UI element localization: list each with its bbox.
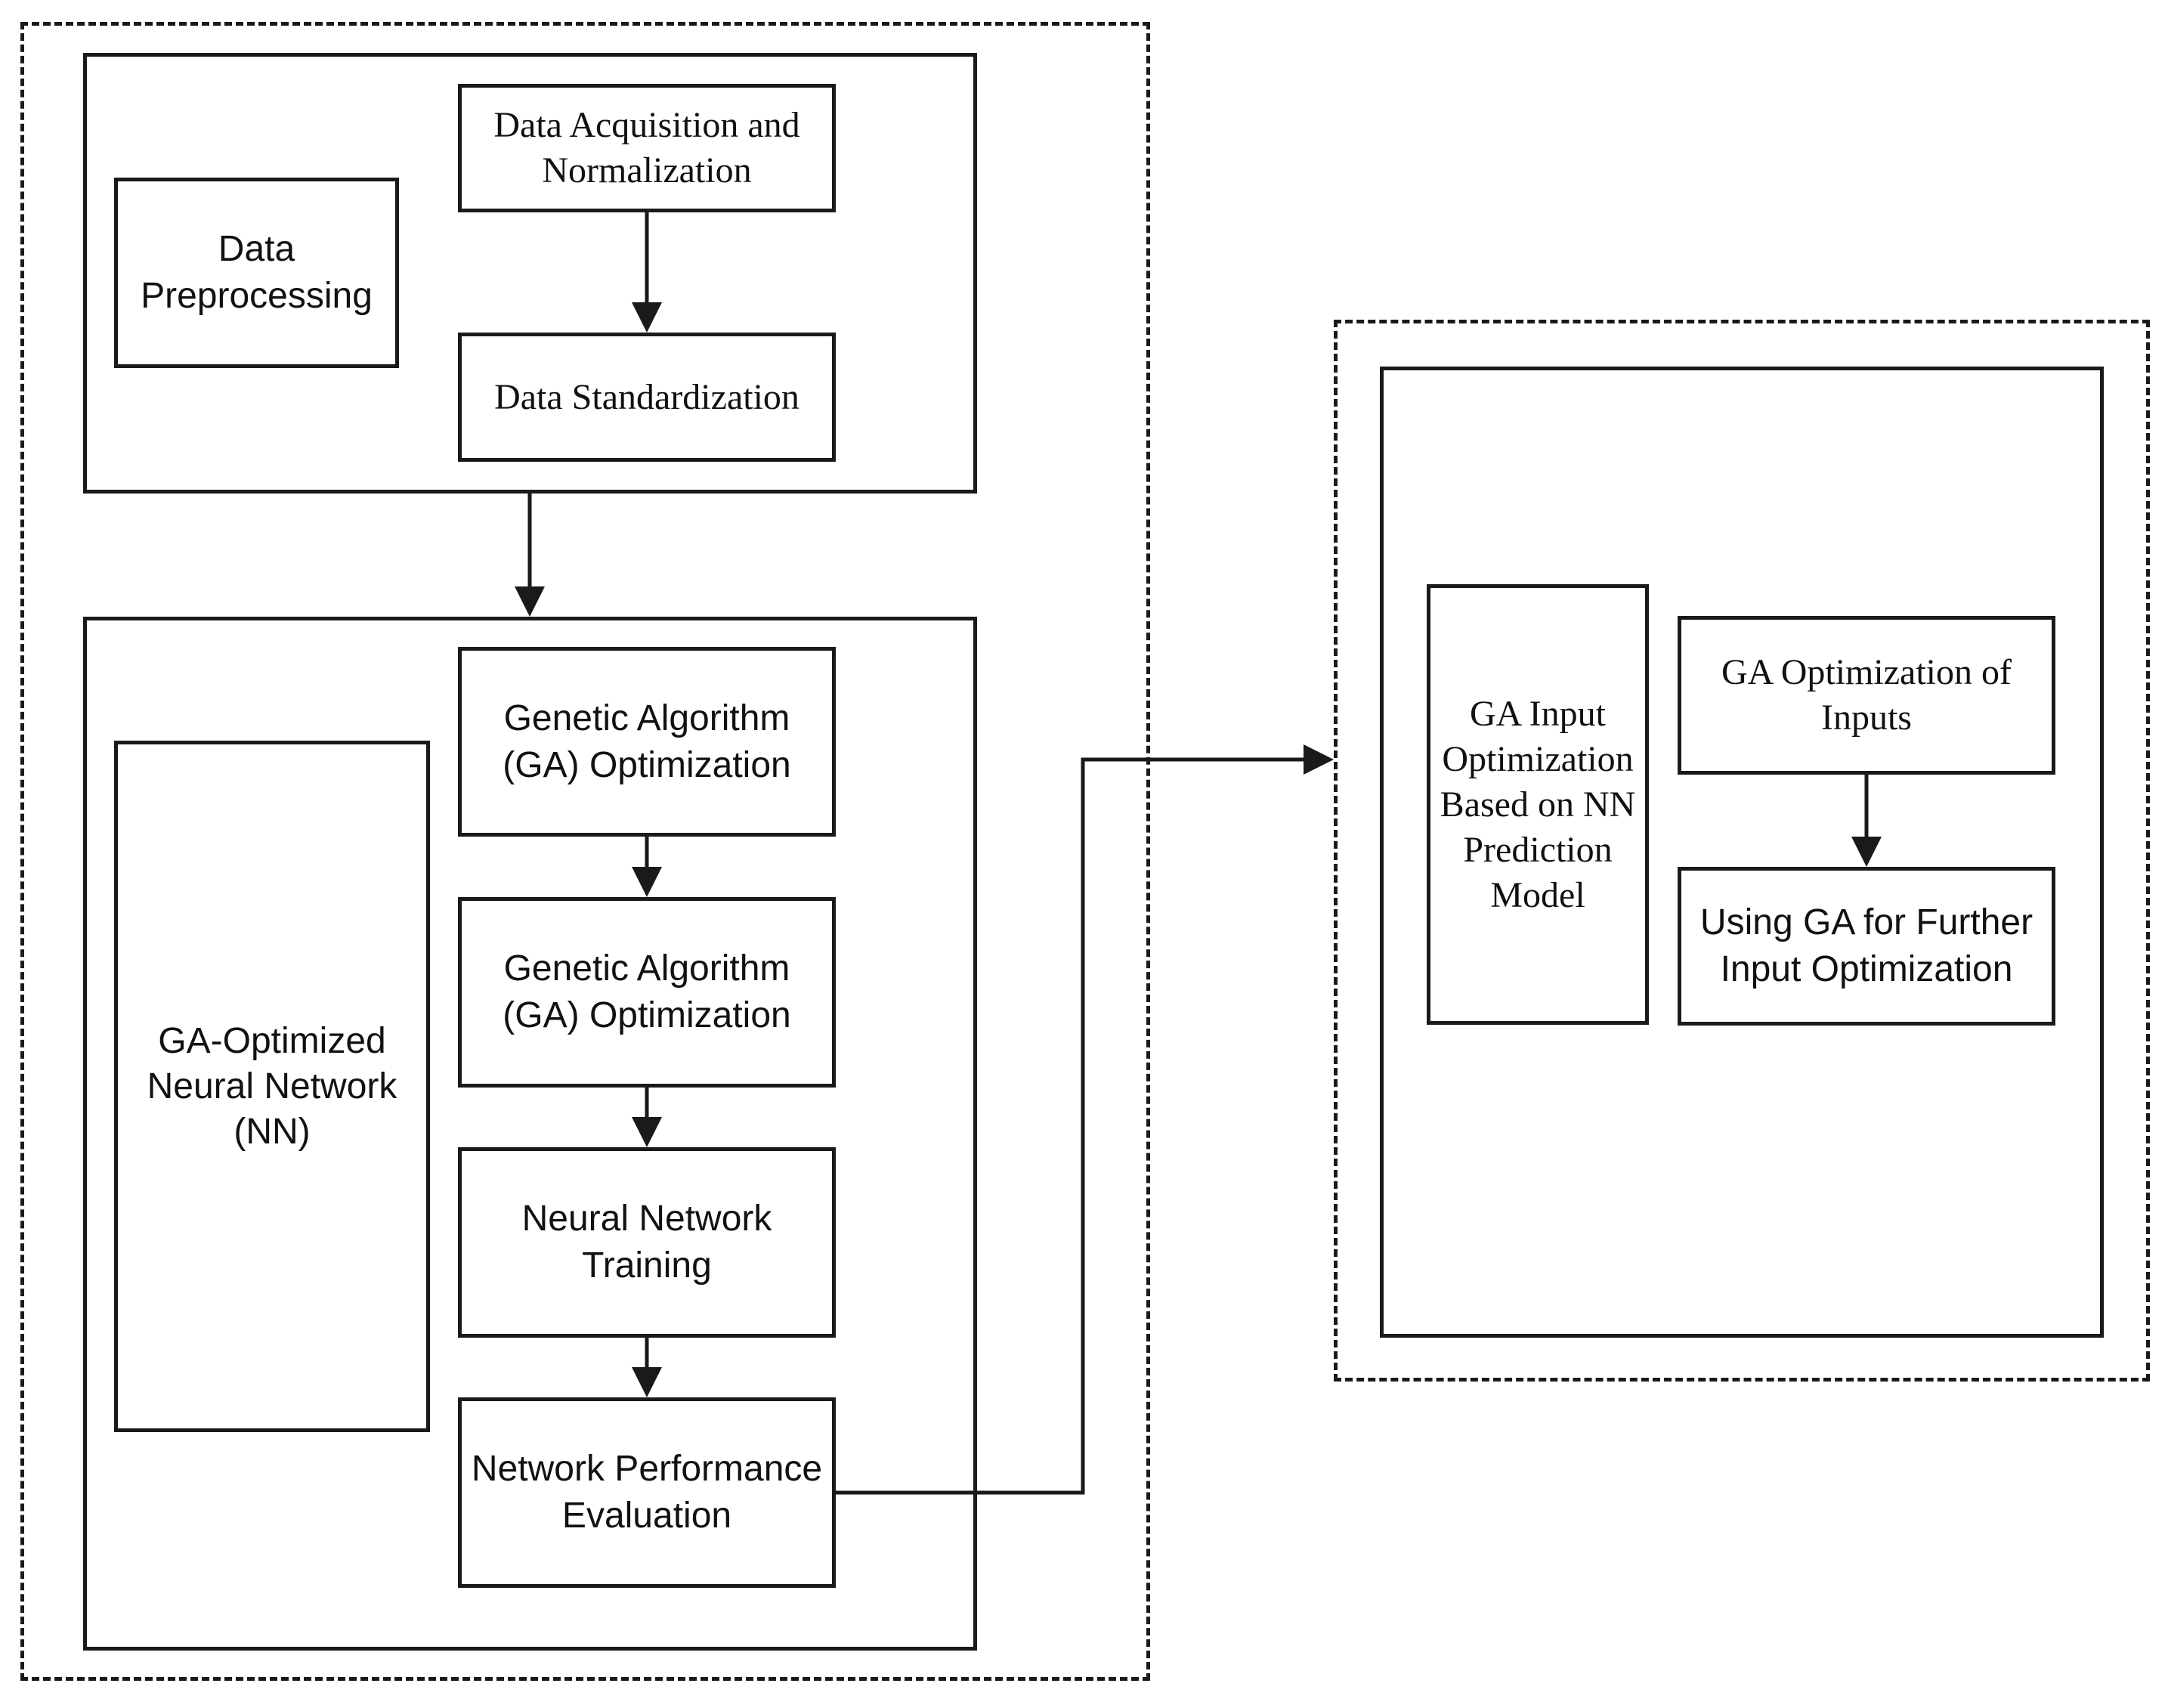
data-acquisition-step: Data Acquisition and Normalization [458,84,836,212]
data-standardization-step: Data Standardization [458,333,836,462]
optimization-container [1380,367,2104,1338]
ga-optimization-step-2: Genetic Algorithm (GA) Optimization [458,897,836,1088]
ga-optimization-step-1: Genetic Algorithm (GA) Optimization [458,647,836,837]
ga-optimized-nn-label: GA-Optimized Neural Network (NN) [114,741,430,1432]
right-dashed-region [1334,320,2150,1382]
ga-input-optimization-label: GA Input Optimization Based on NN Predic… [1427,584,1649,1025]
nn-training-step: Neural Network Training [458,1147,836,1338]
data-preprocessing-label: Data Preprocessing [114,178,399,368]
ga-inputs-optimization-step: GA Optimization of Inputs [1678,616,2055,775]
preprocessing-container [83,53,977,494]
further-input-optimization-step: Using GA for Further Input Optimization [1678,867,2055,1026]
arrowhead-evaluation-to-optimization [1304,744,1334,775]
performance-evaluation-step: Network Performance Evaluation [458,1397,836,1588]
